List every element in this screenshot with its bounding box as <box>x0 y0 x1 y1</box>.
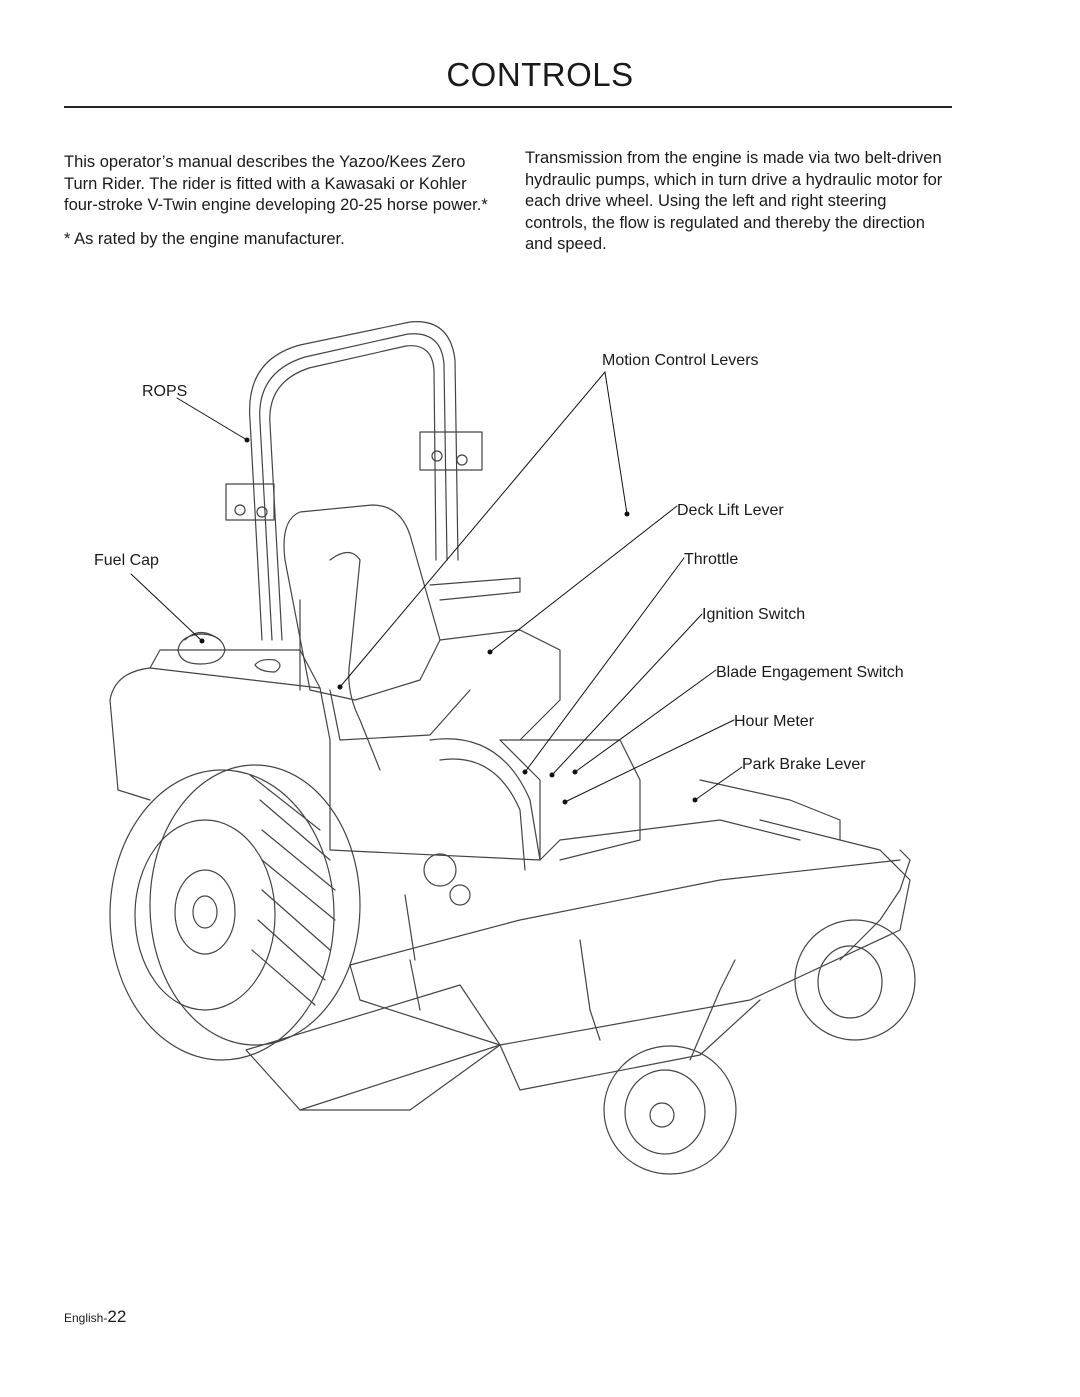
page-footer: English-22 <box>64 1307 126 1327</box>
body <box>109 629 641 861</box>
intro-right-paragraph: Transmission from the engine is made via… <box>525 149 943 253</box>
right-column: Transmission from the engine is made via… <box>525 148 953 256</box>
mower-deck <box>245 779 911 1111</box>
label-park-brake-lever: Park Brake Lever <box>742 756 866 773</box>
title-rule <box>64 106 952 108</box>
label-hour-meter: Hour Meter <box>734 713 815 730</box>
front-caster-left <box>603 959 737 1175</box>
footer-language: English- <box>64 1311 108 1325</box>
label-rops: ROPS <box>142 383 188 400</box>
label-blade-engagement-switch: Blade Engagement Switch <box>716 664 904 681</box>
rear-tire <box>109 764 361 1061</box>
label-motion-control-levers: Motion Control Levers <box>602 352 759 369</box>
left-column: This operator’s manual describes the Yaz… <box>64 152 492 250</box>
leader-dots <box>199 437 698 805</box>
page-number: 22 <box>107 1307 127 1326</box>
intro-left-paragraph: This operator’s manual describes the Yaz… <box>64 153 488 214</box>
leader-lines <box>130 371 743 803</box>
label-deck-lift-lever: Deck Lift Lever <box>677 502 784 519</box>
label-ignition-switch: Ignition Switch <box>702 606 806 623</box>
center-assembly <box>404 738 601 1041</box>
label-fuel-cap: Fuel Cap <box>94 552 159 569</box>
seat <box>283 504 521 771</box>
footnote: * As rated by the engine manufacturer. <box>64 229 345 248</box>
front-caster-right <box>794 849 916 1041</box>
page-title: CONTROLS <box>446 56 634 93</box>
rops-frame <box>225 321 483 641</box>
label-throttle: Throttle <box>684 551 739 568</box>
